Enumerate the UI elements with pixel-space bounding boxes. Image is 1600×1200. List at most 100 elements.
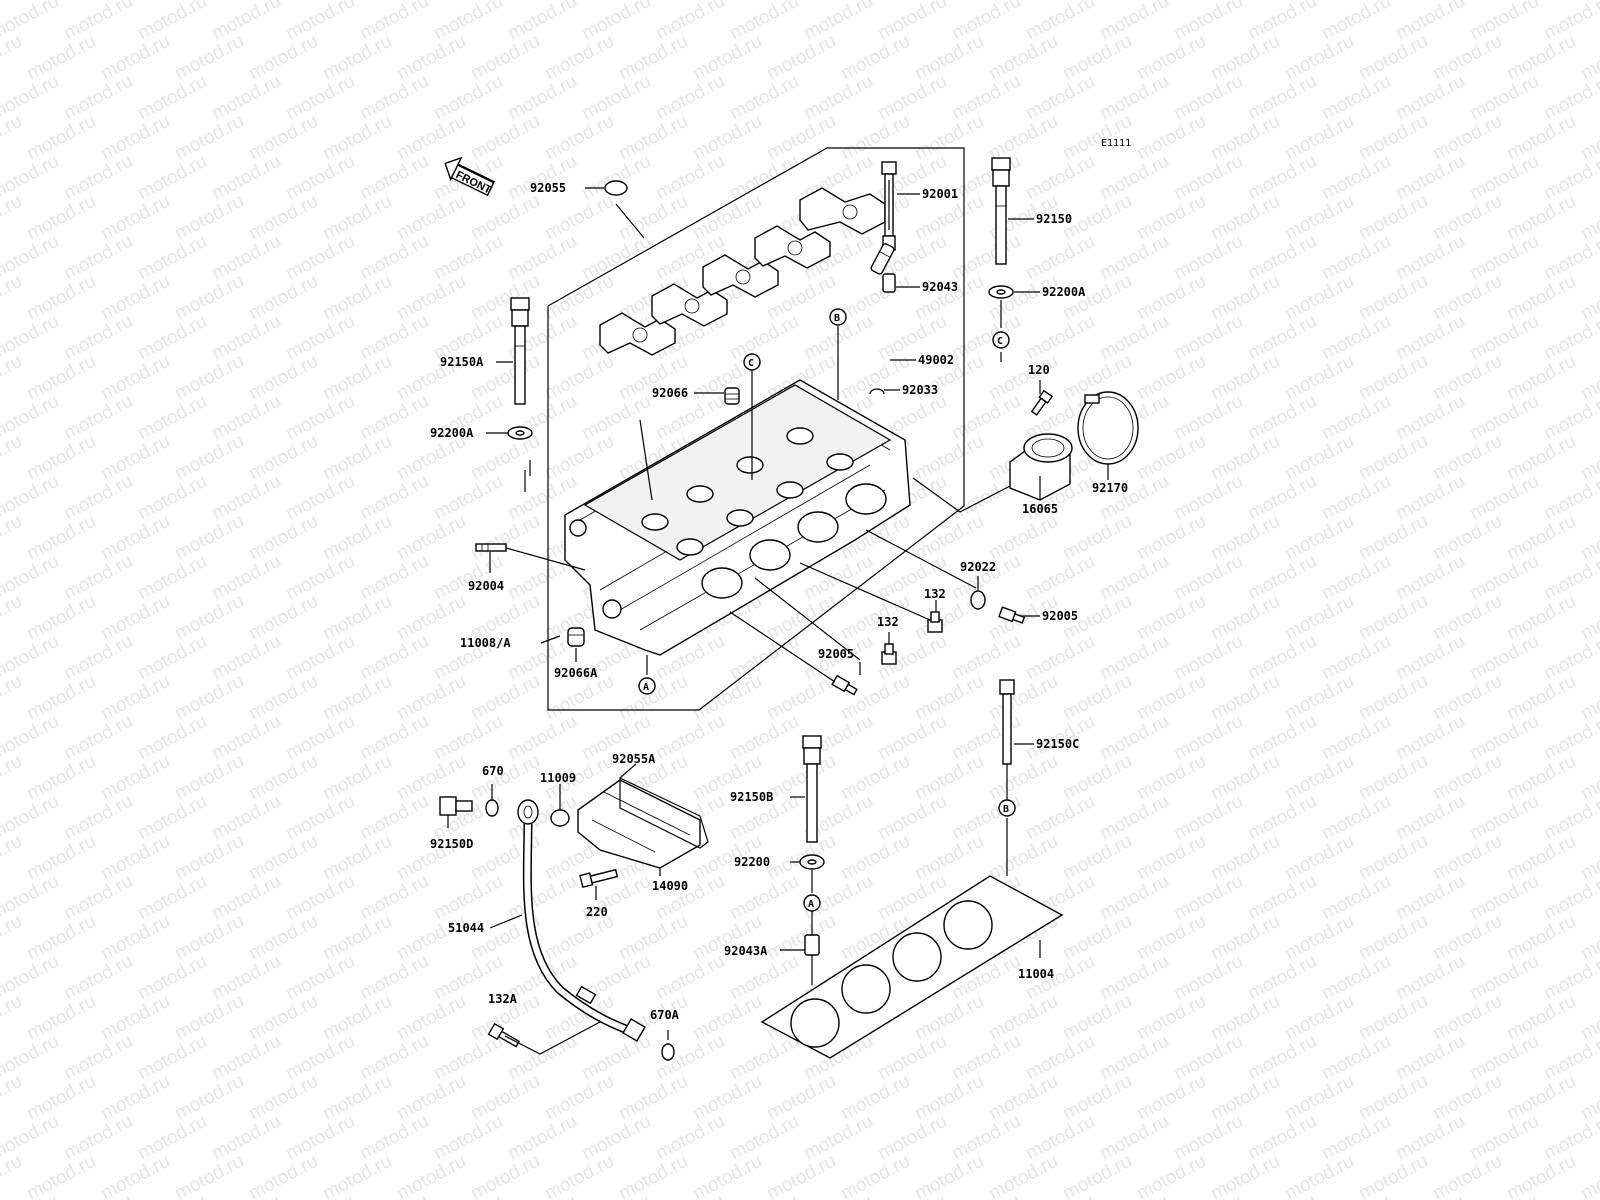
watermark-text: motod.ru [0, 671, 26, 725]
watermark-text: motod.ru [393, 1071, 469, 1125]
watermark-text: motod.ru [1355, 111, 1431, 165]
label-11009[interactable]: 11009 [540, 771, 576, 785]
watermark-text: motod.ru [1244, 151, 1320, 205]
watermark-text: motod.ru [1170, 871, 1246, 925]
label-11004[interactable]: 11004 [1018, 967, 1054, 981]
watermark-text: motod.ru [578, 1031, 654, 1085]
watermark-text: motod.ru [1429, 591, 1505, 645]
watermark-text: motod.ru [1318, 311, 1394, 365]
label-92022[interactable]: 92022 [960, 560, 996, 574]
watermark-text: motod.ru [1059, 31, 1135, 85]
clamp-92170 [1077, 391, 1139, 465]
label-92066A[interactable]: 92066A [554, 666, 598, 680]
watermark-text: motod.ru [134, 311, 210, 365]
label-92005-right[interactable]: 92005 [1042, 609, 1078, 623]
watermark-text: motod.ru [1318, 871, 1394, 925]
watermark-text: motod.ru [1133, 671, 1209, 725]
watermark-text: motod.ru [615, 671, 691, 725]
label-92200A-right[interactable]: 92200A [1042, 285, 1086, 299]
watermark-text: motod.ru [134, 1191, 210, 1200]
label-92200A-left[interactable]: 92200A [430, 426, 474, 440]
watermark-text: motod.ru [1096, 1031, 1172, 1085]
watermark-text: motod.ru [1503, 751, 1579, 805]
watermark-text: motod.ru [1022, 1111, 1098, 1165]
label-92005-center[interactable]: 92005 [818, 647, 854, 661]
label-16065[interactable]: 16065 [1022, 502, 1058, 516]
watermark-text: motod.ru [1170, 391, 1246, 445]
watermark-text: motod.ru [1466, 1191, 1542, 1200]
watermark-text: motod.ru [1133, 751, 1209, 805]
ref-circle-C-head [743, 353, 761, 371]
watermark-text: motod.ru [1392, 551, 1468, 605]
label-92170[interactable]: 92170 [1092, 481, 1128, 495]
watermark-text: motod.ru [1503, 111, 1579, 165]
label-92150B[interactable]: 92150B [730, 790, 773, 804]
watermark-text: motod.ru [1170, 791, 1246, 845]
label-132A[interactable]: 132A [488, 992, 518, 1006]
label-14090[interactable]: 14090 [652, 879, 688, 893]
label-92200[interactable]: 92200 [734, 855, 770, 869]
watermark-text: motod.ru [1022, 231, 1098, 285]
watermark-text: motod.ru [763, 591, 839, 645]
watermark-text: motod.ru [171, 991, 247, 1045]
watermark-text: motod.ru [393, 111, 469, 165]
watermark-text: motod.ru [393, 671, 469, 725]
watermark-text: motod.ru [1318, 551, 1394, 605]
watermark-text: motod.ru [652, 951, 728, 1005]
label-51044[interactable]: 51044 [448, 921, 484, 935]
watermark-text: motod.ru [97, 751, 173, 805]
label-92043A[interactable]: 92043A [724, 944, 768, 958]
watermark-text: motod.ru [1170, 711, 1246, 765]
label-92004[interactable]: 92004 [468, 579, 504, 593]
watermark-text: motod.ru [874, 791, 950, 845]
watermark-text: motod.ru [504, 231, 580, 285]
watermark-text: motod.ru [60, 1191, 136, 1200]
watermark-text: motod.ru [134, 471, 210, 525]
watermark-text: motod.ru [652, 71, 728, 125]
watermark-text: motod.ru [578, 391, 654, 445]
watermark-text: motod.ru [1096, 311, 1172, 365]
label-120[interactable]: 120 [1028, 363, 1050, 377]
watermark-text: motod.ru [356, 551, 432, 605]
watermark-text: motod.ru [504, 871, 580, 925]
watermark-text: motod.ru [948, 711, 1024, 765]
watermark-text: motod.ru [134, 871, 210, 925]
label-670A[interactable]: 670A [650, 1008, 680, 1022]
watermark-text: motod.ru [171, 511, 247, 565]
label-220[interactable]: 220 [586, 905, 608, 919]
watermark-text: motod.ru [948, 1111, 1024, 1165]
label-92066[interactable]: 92066 [652, 386, 688, 400]
label-670[interactable]: 670 [482, 764, 504, 778]
watermark-text: motod.ru [356, 871, 432, 925]
watermark-text: motod.ru [1392, 71, 1468, 125]
watermark-text: motod.ru [1133, 191, 1209, 245]
label-92150D[interactable]: 92150D [430, 837, 473, 851]
grommet-92066 [724, 387, 740, 405]
watermark-text: motod.ru [1170, 1191, 1246, 1200]
watermark-text: motod.ru [1466, 631, 1542, 685]
label-92055A[interactable]: 92055A [612, 752, 656, 766]
watermark-text: motod.ru [1096, 711, 1172, 765]
label-11008A[interactable]: 11008/A [460, 636, 511, 650]
watermark-text: motod.ru [874, 711, 950, 765]
watermark-text: motod.ru [282, 551, 358, 605]
watermark-text: motod.ru [356, 231, 432, 285]
label-92150[interactable]: 92150 [1036, 212, 1072, 226]
diagram-code: E1111 [1101, 138, 1131, 149]
watermark-text: motod.ru [578, 0, 654, 44]
label-132-b[interactable]: 132 [877, 615, 899, 629]
watermark-text: motod.ru [874, 1111, 950, 1165]
label-92150A[interactable]: 92150A [440, 355, 484, 369]
label-132-a[interactable]: 132 [924, 587, 946, 601]
watermark-text: motod.ru [837, 751, 913, 805]
watermark-text: motod.ru [0, 1151, 26, 1200]
label-92001[interactable]: 92001 [922, 187, 958, 201]
watermark-text: motod.ru [504, 711, 580, 765]
watermark-text: motod.ru [1281, 31, 1357, 85]
label-92043[interactable]: 92043 [922, 280, 958, 294]
watermark-text: motod.ru [1392, 0, 1468, 44]
label-92150C[interactable]: 92150C [1036, 737, 1079, 751]
label-92033[interactable]: 92033 [902, 383, 938, 397]
label-92055[interactable]: 92055 [530, 181, 566, 195]
label-49002[interactable]: 49002 [918, 353, 954, 367]
